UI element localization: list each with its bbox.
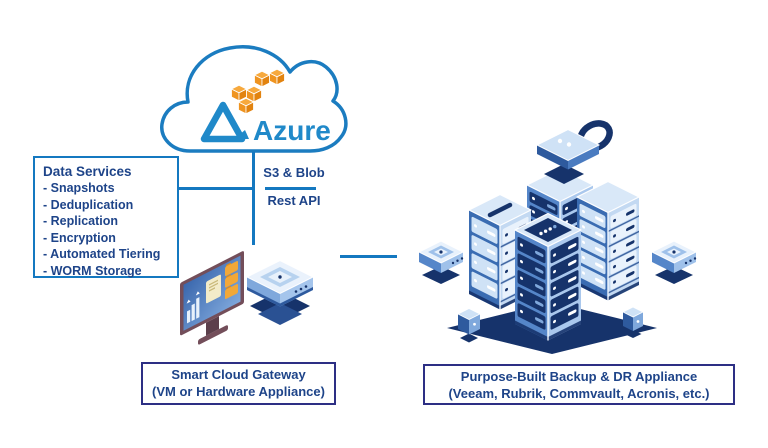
appliance-label-box: Purpose-Built Backup & DR Appliance (Vee…: [423, 364, 735, 405]
appliance-reflection: [258, 303, 302, 325]
gateway-appliance-illustration: [245, 259, 315, 307]
screen-folder-icons: [225, 261, 238, 299]
azure-logo-icon: [200, 101, 249, 143]
data-services-item: - Automated Tiering: [43, 247, 161, 262]
gateway-label-line1: Smart Cloud Gateway: [171, 367, 306, 382]
api-label-divider: [265, 187, 316, 190]
connector-cloud-to-gateway: [252, 152, 255, 245]
data-services-item: - WORM Storage: [43, 263, 142, 278]
server-cluster-illustration: [417, 120, 698, 354]
gateway-label-line2: (VM or Hardware Appliance): [152, 383, 325, 399]
cloud-outline: [160, 45, 348, 153]
aws-logo-icon: [230, 68, 286, 115]
data-services-title: Data Services: [43, 164, 132, 179]
gateway-illustration: [180, 251, 315, 345]
data-services-item: - Deduplication: [43, 197, 134, 212]
data-services-item: - Replication: [43, 214, 119, 229]
appliance-label-line2: (Veeam, Rubrik, Commvault, Acronis, etc.…: [448, 385, 710, 401]
connector-dataservices-to-line: [176, 187, 254, 190]
cloud-illustration: Azure: [160, 45, 348, 153]
gateway-label-box: Smart Cloud Gateway (VM or Hardware Appl…: [141, 362, 336, 405]
screen-document-icon: [206, 274, 221, 304]
screen-chart-bars: [186, 291, 200, 324]
data-services-item: - Snapshots: [43, 181, 115, 195]
data-services-box: Data Services - Snapshots - Deduplicatio…: [33, 156, 179, 278]
monitor-illustration: [180, 251, 244, 345]
azure-label: Azure: [253, 115, 331, 146]
api-top-label: S3 & Blob: [263, 165, 325, 180]
api-bottom-label: Rest API: [267, 193, 321, 208]
data-services-item: - Encryption: [43, 230, 116, 245]
connector-gateway-to-appliance: [340, 255, 397, 258]
appliance-label-line1: Purpose-Built Backup & DR Appliance: [460, 369, 698, 384]
